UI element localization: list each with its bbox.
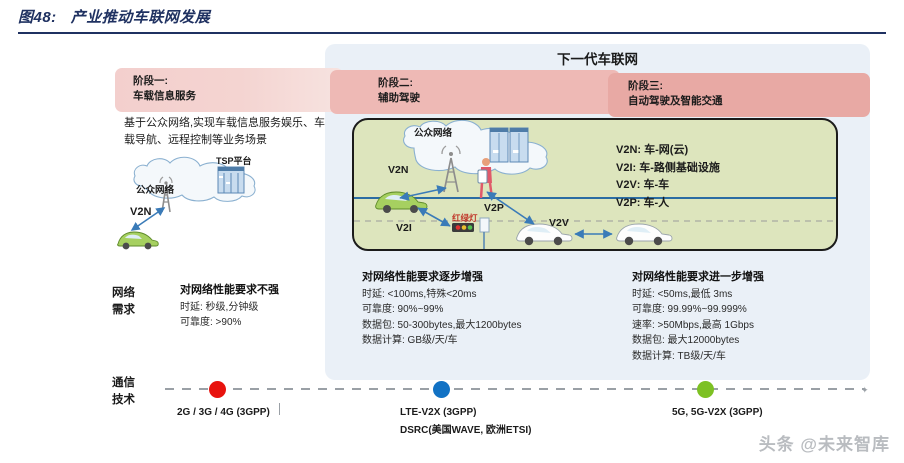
stage-1-description: 基于公众网络,实现车载信息服务娱乐、车载导航、远程控制等业务场景 <box>124 117 326 146</box>
v2x-cloud-label: 公众网络 <box>414 128 453 139</box>
requirements-stage-2-line-0: 时延: <100ms,特殊<20ms <box>362 288 477 300</box>
stage-2-line2: 辅助驾驶 <box>378 92 420 104</box>
timeline-axis <box>165 388 865 390</box>
timeline-tick <box>279 403 280 415</box>
pedestrian-icon <box>477 158 494 199</box>
requirements-stage-3-line-3: 数据包: 最大12000bytes <box>632 335 740 346</box>
stage-1-v2n-label: V2N <box>130 206 152 218</box>
traffic-light-icon <box>452 217 490 249</box>
timeline-label-5g-l1: 5G, 5G-V2X (3GPP) <box>672 407 763 418</box>
stage-2-line1: 阶段二: <box>378 77 413 89</box>
row-label-network-l2: 需求 <box>112 304 135 316</box>
traffic-light-label: 红绿灯 <box>452 213 478 223</box>
requirements-stage-2-line-1: 可靠度: 90%~99% <box>362 304 444 315</box>
next-generation-title: 下一代车联网 <box>557 52 638 67</box>
legend-code-v2p: V2P <box>616 196 637 209</box>
legend-meaning-v2n: : 车-网(云) <box>637 144 689 156</box>
cell-tower-icon <box>159 176 173 213</box>
stage-1-line2: 车载信息服务 <box>133 90 196 102</box>
legend-item-v2p: V2P: 车-人 <box>616 195 720 213</box>
white-car-left-icon <box>516 223 573 246</box>
v2n-label: V2N <box>388 164 409 176</box>
legend-item-v2i: V2I: 车-路侧基础设施 <box>616 160 720 178</box>
timeline-dot-2g3g4g <box>209 381 226 398</box>
timeline-label-lte-v2x-l2: DSRC(美国WAVE, 欧洲ETSI) <box>400 425 532 436</box>
v2x-arrows <box>399 185 613 239</box>
v2x-diagram-svg <box>354 120 836 249</box>
timeline-label-lte-v2x-l1: LTE-V2X (3GPP) <box>400 407 477 418</box>
legend-meaning-v2i: : 车-路侧基础设施 <box>632 161 720 174</box>
requirements-stage-1-heading: 对网络性能要求不强 <box>180 284 279 296</box>
requirements-stage-3-heading: 对网络性能要求进一步增强 <box>632 271 764 283</box>
requirements-stage-3: 对网络性能要求进一步增强 时延: <50ms,最低 3ms 可靠度: 99.99… <box>632 270 882 364</box>
row-label-network-requirements: 网络 需求 <box>112 285 135 319</box>
stage-2-header-label: 阶段二: 辅助驾驶 <box>378 76 420 106</box>
stage-1-cloud-label: 公众网络 <box>136 185 175 196</box>
legend-code-v2v: V2V <box>616 179 637 191</box>
stage-3-line2: 自动驾驶及智能交通 <box>628 95 723 107</box>
row-label-comm-l2: 技术 <box>112 394 135 406</box>
figure-title-bar: 图48: 产业推动车联网发展 <box>18 6 886 34</box>
legend-item-v2n: V2N: 车-网(云) <box>616 142 720 160</box>
requirements-stage-3-line-2: 速率: >50Mbps,最高 1Gbps <box>632 319 754 331</box>
green-car-icon <box>375 191 428 213</box>
timeline-dot-lte-v2x <box>433 381 450 398</box>
v2n-arrow <box>130 207 166 231</box>
v2x-legend: V2N: 车-网(云) V2I: 车-路侧基础设施 V2V: 车-车 V2P: … <box>616 142 720 212</box>
stage-1-diagram: 公众网络 TSP平台 V2N <box>112 150 302 255</box>
v2i-label: V2I <box>396 222 412 234</box>
white-car-right-icon <box>616 223 673 246</box>
page-title: 图48: 产业推动车联网发展 <box>18 6 886 27</box>
v2v-label: V2V <box>549 217 569 229</box>
legend-meaning-v2p: : 车-人 <box>636 196 670 209</box>
stage-1-line1: 阶段一: <box>133 75 168 87</box>
figure-number: 图48: <box>18 9 57 26</box>
tsp-server-icon <box>217 166 245 194</box>
timeline-label-lte-v2x: LTE-V2X (3GPP) DSRC(美国WAVE, 欧洲ETSI) <box>400 404 531 440</box>
v2x-scenario-box: 公众网络 V2N V2P V2I V2V 红绿灯 V2N: 车-网(云) V2I… <box>352 118 838 251</box>
requirements-stage-3-line-0: 时延: <50ms,最低 3ms <box>632 288 733 300</box>
requirements-stage-1: 对网络性能要求不强 时延: 秒级,分钟级 可靠度: >90% <box>180 283 340 331</box>
requirements-stage-3-line-1: 可靠度: 99.99%~99.999% <box>632 304 747 315</box>
row-label-communication-tech: 通信 技术 <box>112 375 135 409</box>
tsp-platform-label: TSP平台 <box>216 156 252 166</box>
stage-1-header-label: 阶段一: 车载信息服务 <box>133 74 196 104</box>
requirements-stage-1-line-0: 时延: 秒级,分钟级 <box>180 301 259 313</box>
figure-title-text: 产业推动车联网发展 <box>70 9 211 26</box>
timeline-label-2g3g4g: 2G / 3G / 4G (3GPP) <box>177 404 270 422</box>
timeline-label-2g3g4g-l1: 2G / 3G / 4G (3GPP) <box>177 407 270 418</box>
v2x-cell-tower-icon <box>441 145 461 193</box>
requirements-stage-2-line-3: 数据计算: GB级/天/车 <box>362 335 458 346</box>
stage-3-line1: 阶段三: <box>628 80 663 92</box>
stage-1-header-bar: 阶段一: 车载信息服务 <box>115 68 343 112</box>
legend-meaning-v2v: : 车-车 <box>636 179 670 191</box>
row-label-network-l1: 网络 <box>112 287 135 299</box>
legend-item-v2v: V2V: 车-车 <box>616 177 720 195</box>
stage-2-header-bar: 阶段二: 辅助驾驶 <box>330 70 620 114</box>
car-icon <box>117 231 159 250</box>
row-label-comm-l1: 通信 <box>112 377 135 389</box>
timeline-label-5g: 5G, 5G-V2X (3GPP) <box>672 404 763 422</box>
requirements-stage-1-line-1: 可靠度: >90% <box>180 317 242 328</box>
requirements-stage-2-line-2: 数据包: 50-300bytes,最大1200bytes <box>362 319 522 331</box>
v2p-label: V2P <box>484 202 504 214</box>
stage-3-header-label: 阶段三: 自动驾驶及智能交通 <box>628 79 723 109</box>
requirements-stage-2: 对网络性能要求逐步增强 时延: <100ms,特殊<20ms 可靠度: 90%~… <box>362 270 624 349</box>
title-divider <box>18 32 886 34</box>
timeline-end-marker: ✦ <box>861 385 869 395</box>
requirements-stage-2-heading: 对网络性能要求逐步增强 <box>362 271 483 283</box>
watermark: 头条 @未来智库 <box>758 435 890 454</box>
legend-code-v2n: V2N <box>616 144 638 156</box>
legend-code-v2i: V2I <box>616 161 633 174</box>
requirements-stage-3-line-4: 数据计算: TB级/天/车 <box>632 350 726 362</box>
timeline-dot-5g <box>697 381 714 398</box>
stage-3-header-bar: 阶段三: 自动驾驶及智能交通 <box>608 73 870 117</box>
v2x-server-icon <box>489 127 529 163</box>
stage-1-diagram-svg <box>117 156 256 250</box>
